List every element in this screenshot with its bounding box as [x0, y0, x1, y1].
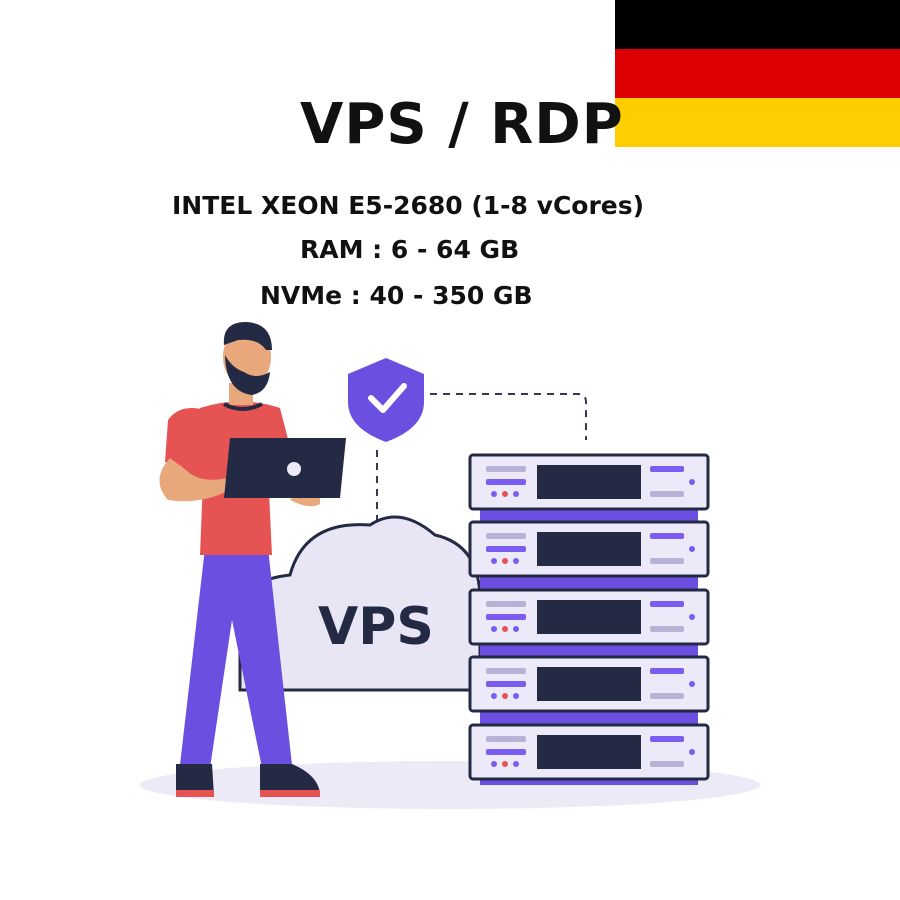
page-title: VPS / RDP [300, 92, 624, 157]
flag-stripe-red [615, 49, 900, 98]
flag-stripe-black [615, 0, 900, 49]
server-unit [468, 588, 710, 646]
flag-stripe-gold [615, 98, 900, 147]
cloud-label: VPS [318, 597, 434, 657]
laptop-icon [224, 438, 346, 498]
server-stack [468, 453, 710, 785]
spec-ram: RAM : 6 - 64 GB [300, 235, 520, 264]
server-unit [468, 453, 710, 511]
germany-flag [615, 0, 900, 147]
spec-storage: NVMe : 40 - 350 GB [260, 281, 533, 310]
cloud-icon: VPS [238, 515, 482, 692]
shield-check-icon [348, 358, 424, 442]
server-unit [468, 723, 710, 781]
person-figure [159, 322, 346, 797]
server-unit [468, 520, 710, 578]
vps-illustration: VPS [140, 322, 760, 809]
server-unit [468, 655, 710, 713]
spec-cpu: INTEL XEON E5-2680 (1-8 vCores) [172, 191, 645, 220]
network-line [430, 393, 587, 440]
